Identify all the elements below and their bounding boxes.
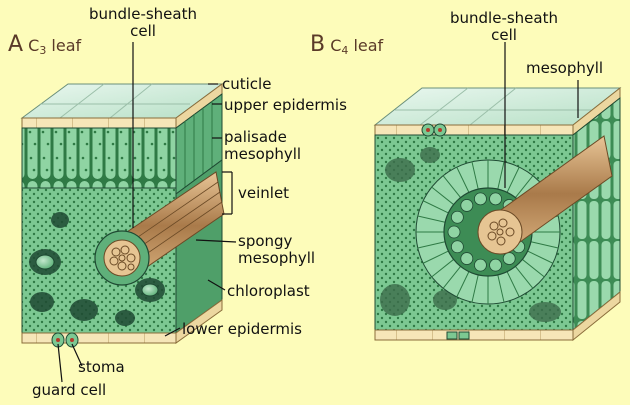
c4-radial-cell-wall [515,266,534,289]
panel-b-subscript: 4 [341,44,349,57]
c4-radial-cell-wall [431,259,454,278]
c4-upper-epidermis [374,124,574,136]
c4-radial-cell-wall [506,271,520,298]
panel-b-letter: B [310,32,326,57]
label-spongy-line2: mesophyll [238,249,316,267]
label-palisade-mesophyll: palisade mesophyll [224,129,301,163]
panel-a-c: C [28,36,40,55]
c4-radial-cell-wall [515,175,534,198]
c4-vascular-cells [487,218,515,246]
panel-a-letter: A [8,32,24,57]
label-b-bundle-sheath: bundle-sheath cell [434,10,574,44]
c4-radial-cell-wall [527,250,554,264]
c4-radial-cell-wall [471,274,479,303]
c4-bundle-sheath-cell [489,258,502,272]
c3-stoma [51,332,79,348]
panel-b-c: C [330,36,342,55]
c4-radial-cell-wall [417,241,446,249]
c4-radial-cell-wall [417,215,446,223]
panel-a-word: leaf [51,36,82,55]
c4-radial-cell-wall [530,241,559,249]
c4-leaf-block [373,86,622,342]
c4-bundle-sheath-cell [489,192,502,206]
label-upper-epidermis: upper epidermis [224,96,347,114]
label-stoma: stoma [78,358,125,376]
c4-radial-cell-wall [456,166,470,193]
c4-radial-cell-wall [497,274,505,303]
c4-radial-cell-wall [431,186,454,205]
c4-radial-cell-wall [422,250,449,264]
panel-a-title: A C3 leaf [8,34,81,59]
label-palisade-line2: mesophyll [224,145,302,163]
c4-leader-lines [504,42,579,188]
c3-palisade-mesophyll [21,127,177,189]
c3-leaf-block [20,83,225,348]
label-guard-cell: guard cell [32,381,107,399]
label-spongy-line1: spongy [238,232,293,250]
c4-bundle-sheath-cell [460,252,474,265]
c4-radial-cell-wall [442,266,461,289]
label-veinlet: veinlet [238,184,290,202]
label-a-bundle-sheath-line1: bundle-sheath [89,5,197,23]
c4-radial-cell-wall [456,271,470,298]
c4-bundle-sheath-cell [447,225,461,239]
c3-lower-epidermis [21,332,177,344]
label-b-bundle-sheath-line1: bundle-sheath [450,9,558,27]
c4-radial-cell-wall [497,161,505,190]
c4-lower-epidermis [374,329,574,341]
c4-bundle-sheath-cell [502,252,516,265]
c3-upper-epidermis [21,117,177,129]
c3-leader-lines [57,42,237,383]
c4-stomata [421,123,470,340]
label-a-bundle-sheath-line2: cell [130,22,156,40]
label-palisade-line1: palisade [224,128,287,146]
c4-radial-cell-wall [506,166,520,193]
label-b-bundle-sheath-line2: cell [491,26,517,44]
c4-bundle-sheath-cell [460,199,474,212]
c4-radial-cell-wall [471,161,479,190]
c4-radial-cell-wall [522,259,545,278]
c4-air-spaces [380,147,561,322]
c4-radial-cell-wall [442,175,461,198]
panel-b-title: B C4 leaf [310,34,383,59]
label-a-bundle-sheath: bundle-sheath cell [78,6,208,40]
label-lower-epidermis: lower epidermis [182,320,302,338]
panel-b-word: leaf [353,36,384,55]
label-b-mesophyll: mesophyll [526,59,604,77]
c4-bundle-sheath-cell [450,210,464,224]
panel-a-subscript: 3 [39,44,47,57]
label-chloroplast: chloroplast [227,282,310,300]
c3-vascular-cells [109,245,136,271]
label-spongy-mesophyll: spongy mesophyll [238,233,315,267]
c4-bundle-sheath-cell [474,258,487,272]
c4-radial-cell-wall [422,200,449,214]
c4-bundle-sheath-cell [450,240,464,254]
c4-bundle-sheath-cell [474,192,487,206]
label-cuticle: cuticle [222,75,272,93]
